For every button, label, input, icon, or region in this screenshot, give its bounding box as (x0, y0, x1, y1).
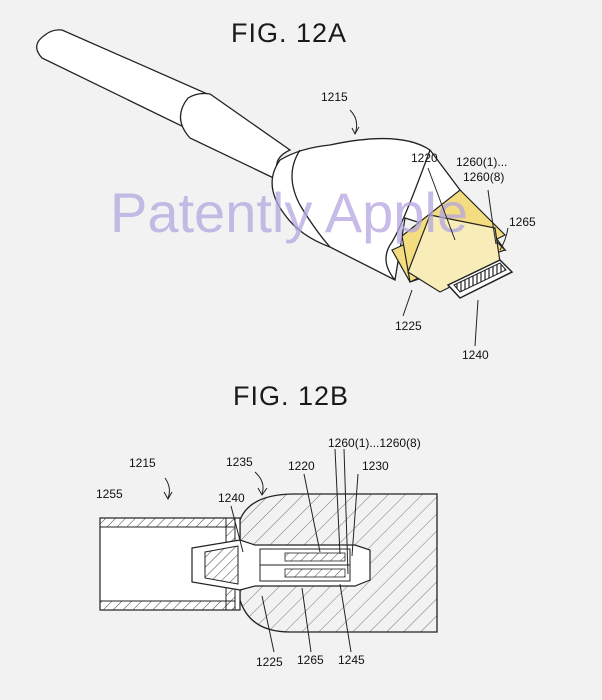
label-1220-a: 1220 (411, 151, 438, 165)
figure-b-drawing: 1260(1)...1260(8) 1215 1235 1220 1230 12… (0, 380, 602, 700)
plug-core (192, 540, 370, 590)
label-1240-a: 1240 (462, 348, 489, 362)
label-1230-b: 1230 (362, 459, 389, 473)
label-1215-b: 1215 (129, 456, 156, 470)
label-1260-a-line1: 1260(1)... (456, 155, 507, 169)
label-1225-b: 1225 (256, 655, 283, 669)
label-1265-b: 1265 (297, 653, 324, 667)
label-1255-b: 1255 (96, 487, 123, 501)
label-1245-b: 1245 (338, 653, 365, 667)
label-1225-a: 1225 (395, 319, 422, 333)
label-1265-a: 1265 (509, 215, 536, 229)
watermark-text: Patently Apple (110, 181, 468, 244)
label-1240-b: 1240 (218, 491, 245, 505)
label-1260-a-line2: 1260(8) (463, 170, 504, 184)
label-1215-a: 1215 (321, 90, 348, 104)
label-1220-b: 1220 (288, 459, 315, 473)
label-1235-b: 1235 (226, 455, 253, 469)
strain-relief (180, 94, 290, 183)
figure-a-drawing: Patently Apple 1215 1220 1260(1)... 1260… (0, 0, 602, 380)
label-1260-b: 1260(1)...1260(8) (328, 436, 421, 450)
